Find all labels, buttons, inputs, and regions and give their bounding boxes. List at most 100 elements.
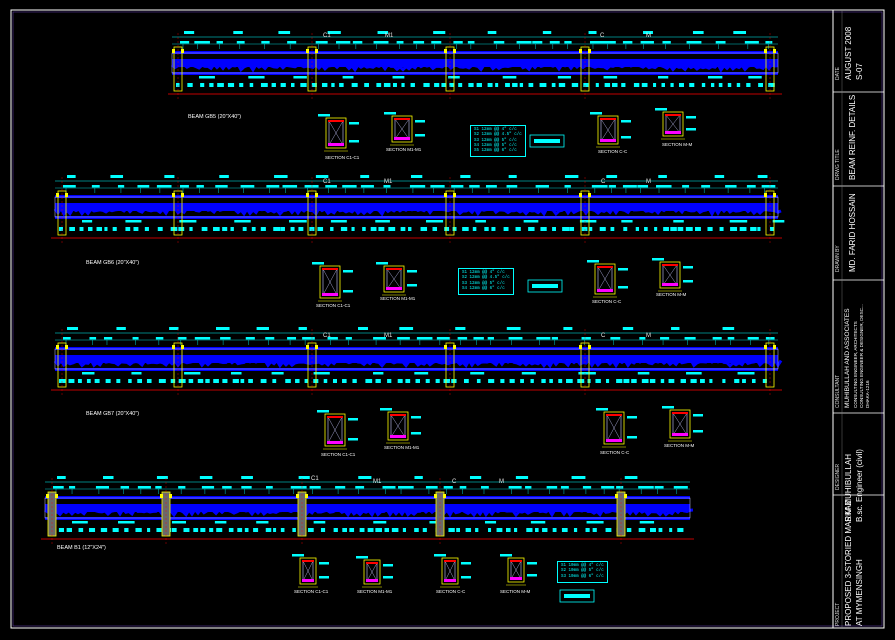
section-annotation [461,576,471,579]
project-name-line2: AT MYMENSINGH [855,559,864,626]
bottom-bar-mark [569,227,575,231]
beam-section [590,112,631,148]
dimension-text-block [757,175,768,178]
beam-label-gb5: BEAM GB5 (20"X40") [188,114,242,120]
column-mark [56,345,59,349]
cut-mark-m: M [646,333,651,339]
bottom-bar-mark [509,379,515,383]
cut-mark-c: C [601,179,606,185]
section-top-bars [302,560,314,562]
beam-elevation [41,476,694,544]
bar-mark [315,41,328,44]
dimension-text-block [233,31,243,34]
section-top-bars [328,120,344,122]
section-bottom-bars [328,143,344,146]
bottom-bar-mark [604,83,611,87]
bottom-bar-mark [96,227,103,231]
stirrup-mark [293,76,307,79]
column-mark [172,193,175,197]
stirrup-mark [373,521,387,524]
stirrup-mark [184,372,201,375]
section-tie [302,560,314,582]
bar-mark [591,185,608,188]
bar-mark [156,185,172,188]
bar-mark [508,337,523,340]
bar-mark [201,486,215,489]
rebar-main [172,59,778,67]
column-mark [306,49,309,53]
dimension-text-block [606,175,618,178]
rebar-main [45,504,690,512]
bar-mark [480,486,489,489]
bar-mark [132,337,139,340]
legend-line: S4 12mm @@ 5" c/c [474,143,517,148]
bar-mark [487,337,494,340]
bottom-bar-mark [209,83,214,87]
cut-mark-m: M [499,479,504,485]
bar-mark [451,185,464,188]
bottom-bar-mark [443,379,451,383]
section-top-bars [390,414,406,416]
bottom-bar-mark [558,83,566,87]
bottom-bar-mark [383,83,391,87]
bottom-bar-mark [592,528,597,532]
column-mark [588,49,591,53]
bottom-bar-mark [260,83,268,87]
bar-mark [436,337,450,340]
stirrup-mark [748,76,762,79]
section-top-bars [665,114,681,116]
bottom-bar-mark [700,379,705,383]
stirrup-mark [772,220,785,223]
beam-section [356,556,393,588]
dimension-text-block [278,31,291,34]
section-annotation [384,112,396,115]
dimension-text-block [714,175,725,178]
bottom-bar-mark [670,83,674,87]
dimension-text-block [455,327,466,330]
stirrup-mark [673,220,684,223]
bottom-bar-mark [351,227,355,231]
bottom-bar-mark [330,227,334,231]
bottom-bar-mark [583,83,589,87]
section-annotation [662,406,674,409]
section-annotation [411,416,421,419]
column-mark [579,49,582,53]
section-outline [391,115,413,143]
bar-mark [103,337,113,340]
bottom-bar-mark [364,83,370,87]
stirrup-mark [131,372,142,375]
bar-mark [89,337,97,340]
bar-mark [304,185,319,188]
bottom-bar-mark [193,528,199,532]
bottom-bar-mark [635,227,640,231]
bar-mark [686,41,702,44]
stirrup-mark [256,521,269,524]
stirrup-mark [502,76,517,79]
legend-line: S4 12mm @@ 6" c/c [462,286,505,291]
dimension-text-block [358,476,372,479]
rebar-extra [171,61,779,73]
bar-mark [309,486,321,489]
rebar-top [55,195,778,198]
section-tie [327,416,343,444]
bottom-bar-mark [638,528,646,532]
column-mark [453,193,456,197]
section-bottom-bars [606,439,622,442]
bottom-bar-mark [739,227,747,231]
bar-mark [701,185,711,188]
bottom-bar-mark [86,379,91,383]
drawing-title: BEAM REINF. DETAILS [848,94,857,180]
dimension-text-block [110,175,124,178]
bottom-bar-mark [79,227,84,231]
bar-mark [564,41,572,44]
dimension-text-block [469,476,482,479]
legend-line: S1 12mm @@ 4" c/c [462,271,505,275]
section-annotation [380,408,392,411]
bottom-bar-mark [425,379,430,383]
bottom-bar-mark [144,227,149,231]
cut-mark-c1: C1 [311,476,319,482]
bar-mark [215,185,228,188]
stirrup-mark [375,220,390,223]
dimension-text-block [722,327,735,330]
bottom-bar-mark [367,528,374,532]
